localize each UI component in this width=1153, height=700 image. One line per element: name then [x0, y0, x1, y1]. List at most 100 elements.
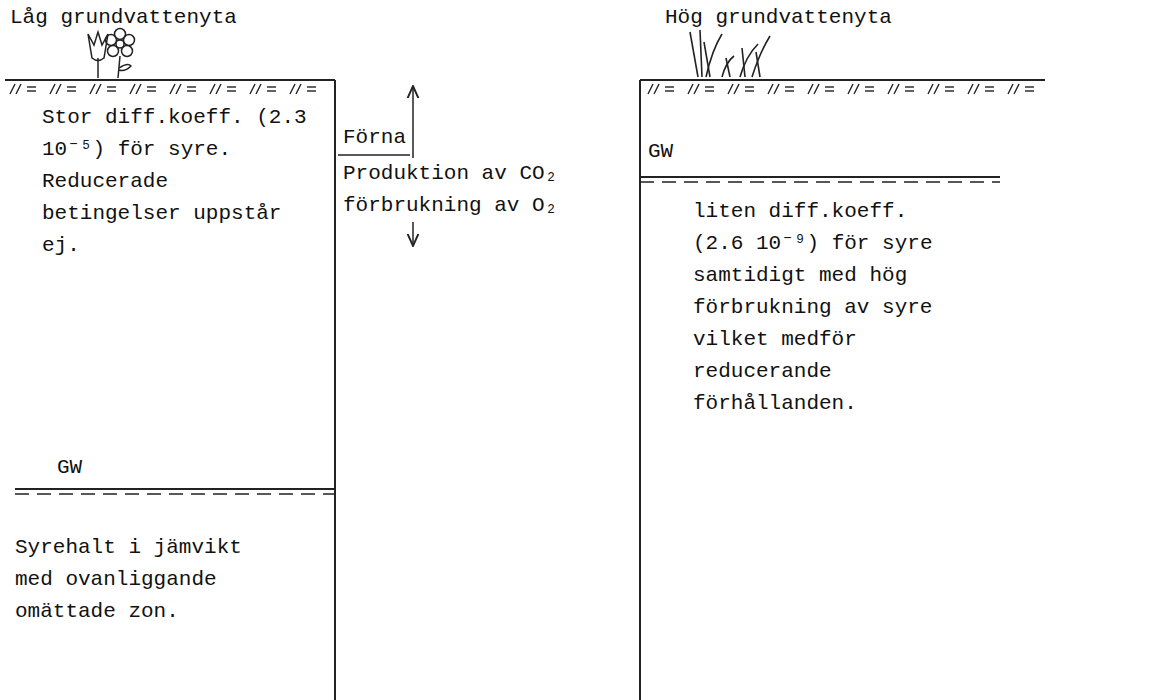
hatch-stroke	[648, 84, 653, 94]
water-table	[15, 488, 335, 490]
hatch-group	[768, 84, 794, 94]
hatch-group	[888, 84, 914, 94]
hatch-stroke	[1025, 90, 1034, 91]
hatch-stroke	[745, 86, 754, 87]
hatch-stroke	[694, 84, 699, 94]
hatch-stroke	[945, 86, 954, 87]
grass-blade	[752, 36, 770, 77]
hatch-stroke	[296, 84, 301, 94]
hatch-stroke	[728, 84, 733, 94]
hatch-stroke	[1014, 84, 1019, 94]
ground-surface	[640, 79, 1045, 81]
hatch-group	[728, 84, 754, 94]
hatch-stroke	[825, 90, 834, 91]
water-table-label: GW	[648, 136, 728, 168]
hatch-group	[210, 84, 236, 94]
profile-note: Syrehalt i jämvikt med ovanliggande omät…	[15, 532, 280, 628]
hatch-stroke	[665, 90, 674, 91]
hatch-stroke	[985, 86, 994, 87]
hatch-stroke	[67, 86, 76, 87]
hatch-stroke	[170, 84, 175, 94]
hatch-stroke	[745, 90, 754, 91]
panel-heading: Hög grundvattenyta	[665, 2, 1005, 34]
grass-blade	[690, 32, 698, 77]
hatch-stroke	[50, 84, 55, 94]
hatch-stroke	[27, 90, 36, 91]
grass-blade	[742, 48, 745, 77]
hatch-stroke	[665, 86, 674, 87]
hatch-stroke	[688, 84, 693, 94]
hatch-stroke	[147, 90, 156, 91]
hatch-group	[808, 84, 834, 94]
hatch-stroke	[654, 84, 659, 94]
hatch-stroke	[985, 90, 994, 91]
soil-hatching	[10, 84, 1034, 94]
water-table-label: GW	[57, 452, 137, 484]
hatch-group	[848, 84, 874, 94]
hatch-group	[648, 84, 674, 94]
hatch-stroke	[705, 90, 714, 91]
hatch-stroke	[176, 84, 181, 94]
process-note: Produktion av CO₂ förbrukning av O₂	[343, 158, 568, 222]
profile-edge	[639, 80, 641, 700]
layer-name: Förna	[343, 124, 463, 152]
hatch-stroke	[808, 84, 813, 94]
flower-petal	[122, 46, 133, 57]
profile-edge	[334, 80, 336, 700]
hatch-stroke	[90, 84, 95, 94]
hatch-stroke	[256, 84, 261, 94]
hatch-stroke	[67, 90, 76, 91]
water-table-dashes	[15, 493, 335, 495]
hatch-stroke	[785, 86, 794, 87]
hatch-stroke	[865, 90, 874, 91]
hatch-group	[290, 84, 316, 94]
hatch-stroke	[1025, 86, 1034, 87]
hatch-stroke	[1008, 84, 1013, 94]
hatch-stroke	[945, 90, 954, 91]
hatch-stroke	[307, 86, 316, 87]
hatch-group	[90, 84, 116, 94]
hatch-stroke	[774, 84, 779, 94]
flower-petal	[108, 46, 119, 57]
hatch-stroke	[705, 86, 714, 87]
hatch-stroke	[267, 86, 276, 87]
ground-surface	[5, 79, 335, 81]
grass-blade	[740, 44, 758, 77]
water-table	[640, 176, 1000, 178]
grass-drawing	[690, 30, 770, 77]
hatch-stroke	[825, 86, 834, 87]
flower-leaf	[119, 64, 131, 70]
hatch-stroke	[307, 90, 316, 91]
hatch-stroke	[905, 90, 914, 91]
hatch-stroke	[267, 90, 276, 91]
hatch-stroke	[768, 84, 773, 94]
hatch-stroke	[928, 84, 933, 94]
hatch-stroke	[216, 84, 221, 94]
hatch-stroke	[814, 84, 819, 94]
flower-petal	[106, 35, 117, 46]
hatch-stroke	[905, 86, 914, 87]
flower-petal	[124, 35, 135, 46]
hatch-stroke	[854, 84, 859, 94]
hatch-stroke	[27, 86, 36, 87]
hatch-group	[10, 84, 36, 94]
hatch-stroke	[96, 84, 101, 94]
hatch-stroke	[136, 84, 141, 94]
hatch-group	[170, 84, 196, 94]
hatch-group	[688, 84, 714, 94]
hatch-group	[968, 84, 994, 94]
grass-blade	[756, 52, 760, 77]
hatch-stroke	[974, 84, 979, 94]
hatch-stroke	[894, 84, 899, 94]
hatch-group	[250, 84, 276, 94]
grass-blade	[700, 30, 702, 77]
hatch-stroke	[16, 84, 21, 94]
hatch-stroke	[187, 86, 196, 87]
hatch-stroke	[227, 90, 236, 91]
hatch-group	[50, 84, 76, 94]
profile-note: liten diff.koeff. (2.6 10⁻⁹) för syre sa…	[693, 196, 961, 420]
profile-note: Stor diff.koeff. (2.3 10⁻⁵) för syre. Re…	[42, 102, 307, 262]
hatch-stroke	[785, 90, 794, 91]
